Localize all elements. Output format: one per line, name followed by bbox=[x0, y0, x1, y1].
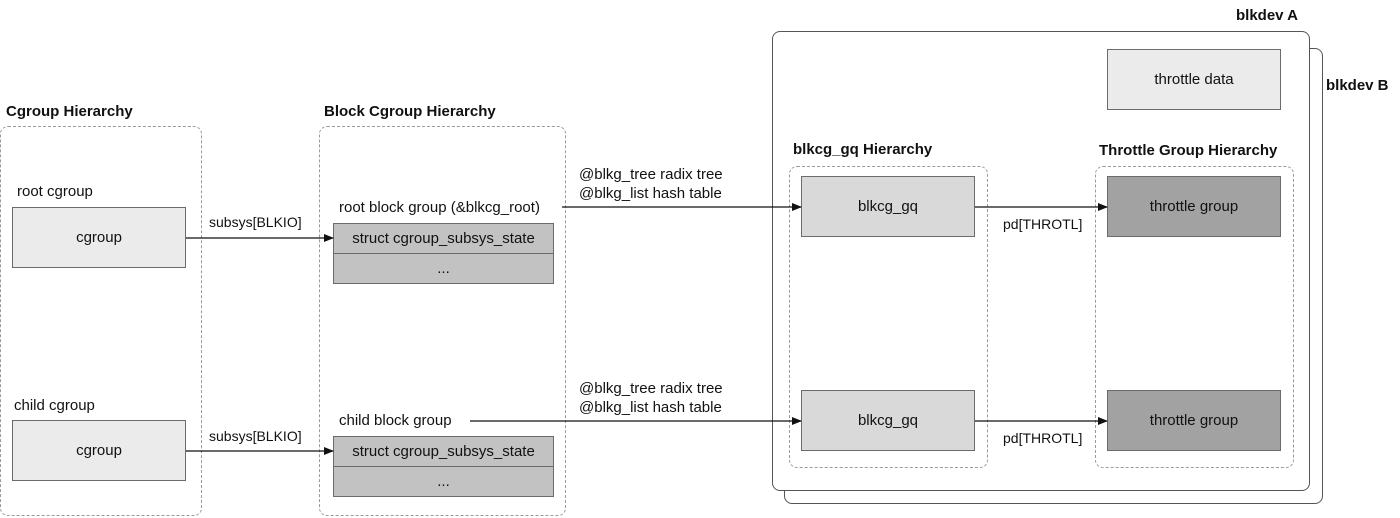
root-cgroup-box: cgroup bbox=[12, 207, 186, 268]
root-block-group-label: root block group (&blkcg_root) bbox=[339, 199, 542, 216]
child-cgroup-box: cgroup bbox=[12, 420, 186, 481]
root-cgroup-label: root cgroup bbox=[17, 183, 93, 200]
root-blkcg-gq-box: blkcg_gq bbox=[801, 176, 975, 237]
root-throttle-group-box: throttle group bbox=[1107, 176, 1281, 237]
root-radix-label: @blkg_tree radix tree bbox=[579, 166, 723, 183]
throttle-data-box: throttle data bbox=[1107, 49, 1281, 110]
root-hash-label: @blkg_list hash table bbox=[579, 185, 722, 202]
throttle-group-hierarchy-frame bbox=[1095, 166, 1294, 468]
blkcg-gq-hierarchy-frame bbox=[789, 166, 988, 468]
child-radix-label: @blkg_tree radix tree bbox=[579, 380, 723, 397]
root-ellipsis-row: ... bbox=[333, 253, 554, 284]
blkcg-gq-hierarchy-title: blkcg_gq Hierarchy bbox=[793, 141, 933, 158]
root-css-row: struct cgroup_subsys_state bbox=[333, 223, 554, 254]
root-subsys-label: subsys[BLKIO] bbox=[209, 214, 302, 230]
child-ellipsis-row: ... bbox=[333, 466, 554, 497]
child-cgroup-label: child cgroup bbox=[14, 397, 95, 414]
blkdev-b-label: blkdev B bbox=[1326, 77, 1389, 94]
child-pd-label: pd[THROTL] bbox=[1003, 430, 1083, 446]
throttle-group-hierarchy-title: Throttle Group Hierarchy bbox=[1099, 142, 1278, 159]
child-hash-label: @blkg_list hash table bbox=[579, 399, 722, 416]
root-pd-label: pd[THROTL] bbox=[1003, 216, 1083, 232]
child-block-group-label: child block group bbox=[339, 412, 456, 429]
block-cgroup-hierarchy-title: Block Cgroup Hierarchy bbox=[324, 103, 496, 120]
child-css-row: struct cgroup_subsys_state bbox=[333, 436, 554, 467]
child-throttle-group-box: throttle group bbox=[1107, 390, 1281, 451]
cgroup-hierarchy-title: Cgroup Hierarchy bbox=[6, 103, 133, 120]
child-subsys-label: subsys[BLKIO] bbox=[209, 428, 302, 444]
cgroup-hierarchy-frame bbox=[0, 126, 202, 516]
child-blkcg-gq-box: blkcg_gq bbox=[801, 390, 975, 451]
blkdev-a-label: blkdev A bbox=[1236, 7, 1298, 24]
block-cgroup-hierarchy-frame bbox=[319, 126, 566, 516]
